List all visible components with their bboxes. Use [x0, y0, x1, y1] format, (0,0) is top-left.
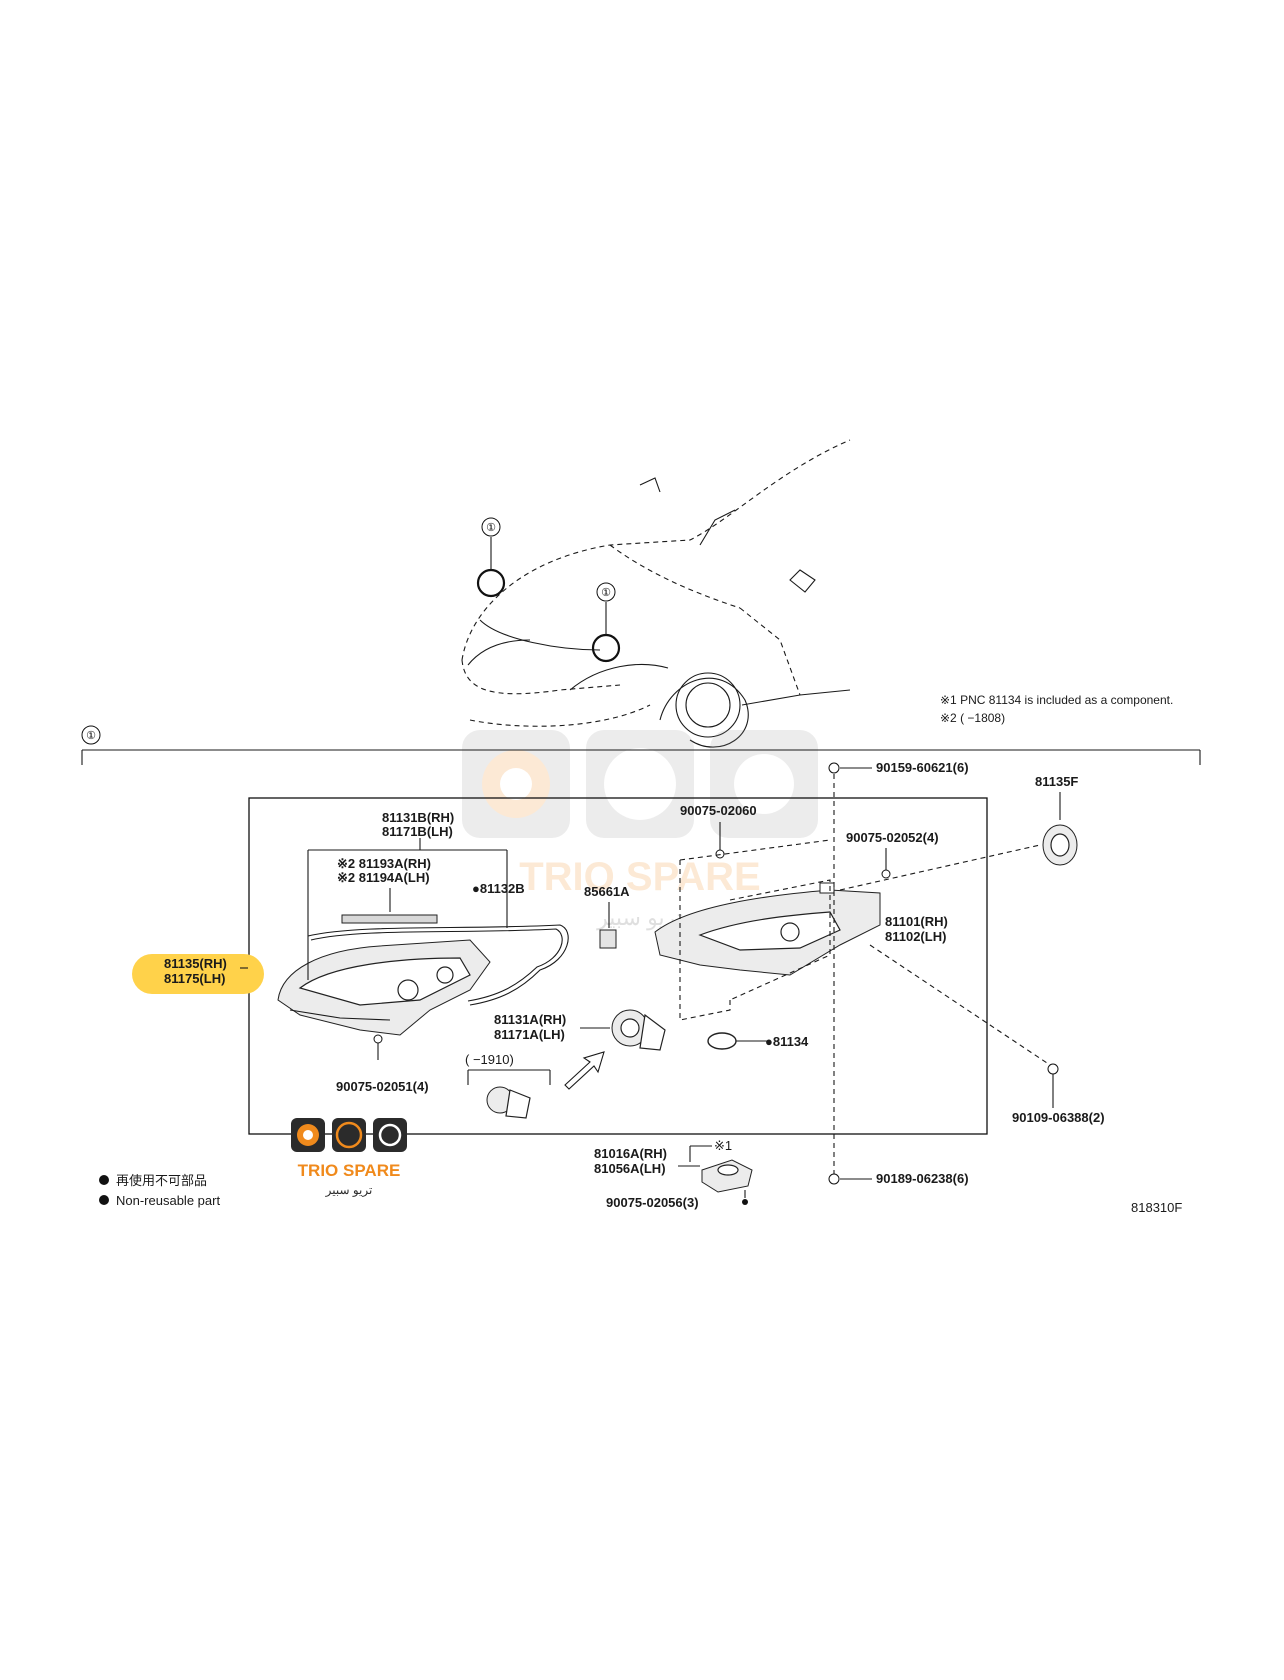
label-90159-60621: 90159-60621(6)	[876, 760, 969, 775]
watermark: TRIO SPARE تريو سبير	[462, 730, 818, 931]
label-81171a: 81171A(LH)	[494, 1027, 565, 1042]
label-90109-06388: 90109-06388(2)	[1012, 1110, 1105, 1125]
label-90075-02056: 90075-02056(3)	[606, 1195, 699, 1210]
label-81131a: 81131A(RH)	[494, 1012, 566, 1027]
label-90189-06238: 90189-06238(6)	[876, 1171, 969, 1186]
ballast-81016a	[701, 1159, 753, 1193]
clip-85661a	[599, 929, 617, 949]
label-81175: 81175(LH)	[164, 971, 225, 986]
legend-bullet-1	[99, 1175, 109, 1185]
logo-brand: TRIO SPARE	[298, 1161, 401, 1180]
callout-label-top: ①	[486, 522, 496, 534]
label-81171b: 81171B(LH)	[382, 824, 453, 839]
label-81135: 81135(RH)	[164, 956, 227, 971]
label-81016a: 81016A(RH)	[594, 1146, 667, 1161]
legend-english: Non-reusable part	[116, 1193, 220, 1208]
highlight-pill	[132, 954, 264, 994]
legend-bullet-2	[99, 1195, 109, 1205]
label-81056a: 81056A(LH)	[594, 1161, 666, 1176]
ring-81134	[707, 1032, 737, 1050]
note-1: ※1 PNC 81134 is included as a component.	[940, 693, 1173, 707]
label-81132b: ●81132B	[472, 881, 525, 896]
diagram-code: 818310F	[1131, 1200, 1182, 1215]
projector-variant-1910	[486, 1086, 531, 1119]
strip-81193a	[341, 914, 438, 924]
label-81135f: 81135F	[1035, 774, 1078, 789]
label-85661a: 85661A	[584, 884, 630, 899]
label-90075-02052: 90075-02052(4)	[846, 830, 939, 845]
label-mark1: ※1	[714, 1138, 732, 1153]
label-81131b: 81131B(RH)	[382, 810, 454, 825]
section-callout-label: ①	[86, 730, 96, 742]
section-bracket: ①	[81, 725, 1201, 765]
gasket-81131b	[307, 924, 569, 1006]
note-2: ※2 ( −1808)	[940, 711, 1005, 725]
headlamp-assembly	[277, 939, 491, 1060]
label-81194a: ※2 81194A(LH)	[337, 870, 430, 885]
direction-arrow	[564, 1051, 605, 1090]
label-90075-02051: 90075-02051(4)	[336, 1079, 429, 1094]
logo-arabic: تريو سبير	[325, 1183, 373, 1197]
label-81102: 81102(LH)	[885, 929, 946, 944]
legend-japanese: 再使用不可部品	[116, 1173, 207, 1188]
label-81101: 81101(RH)	[885, 914, 948, 929]
projector-81131a	[611, 1009, 666, 1051]
label-1910: ( −1910)	[465, 1052, 514, 1067]
watermark-brand: TRIO SPARE	[519, 855, 761, 899]
callout-ring-1	[476, 568, 506, 598]
callout-label-mid: ①	[601, 587, 611, 599]
label-81193a: ※2 81193A(RH)	[337, 856, 431, 871]
car-overview-illustration: ① ①	[461, 439, 851, 748]
callout-ring-2	[591, 633, 621, 663]
label-81134: ●81134	[765, 1034, 809, 1049]
brand-logo: TRIO SPARE تريو سبير	[291, 1118, 407, 1197]
label-90075-02060: 90075-02060	[680, 803, 757, 818]
housing-81101	[654, 882, 881, 976]
